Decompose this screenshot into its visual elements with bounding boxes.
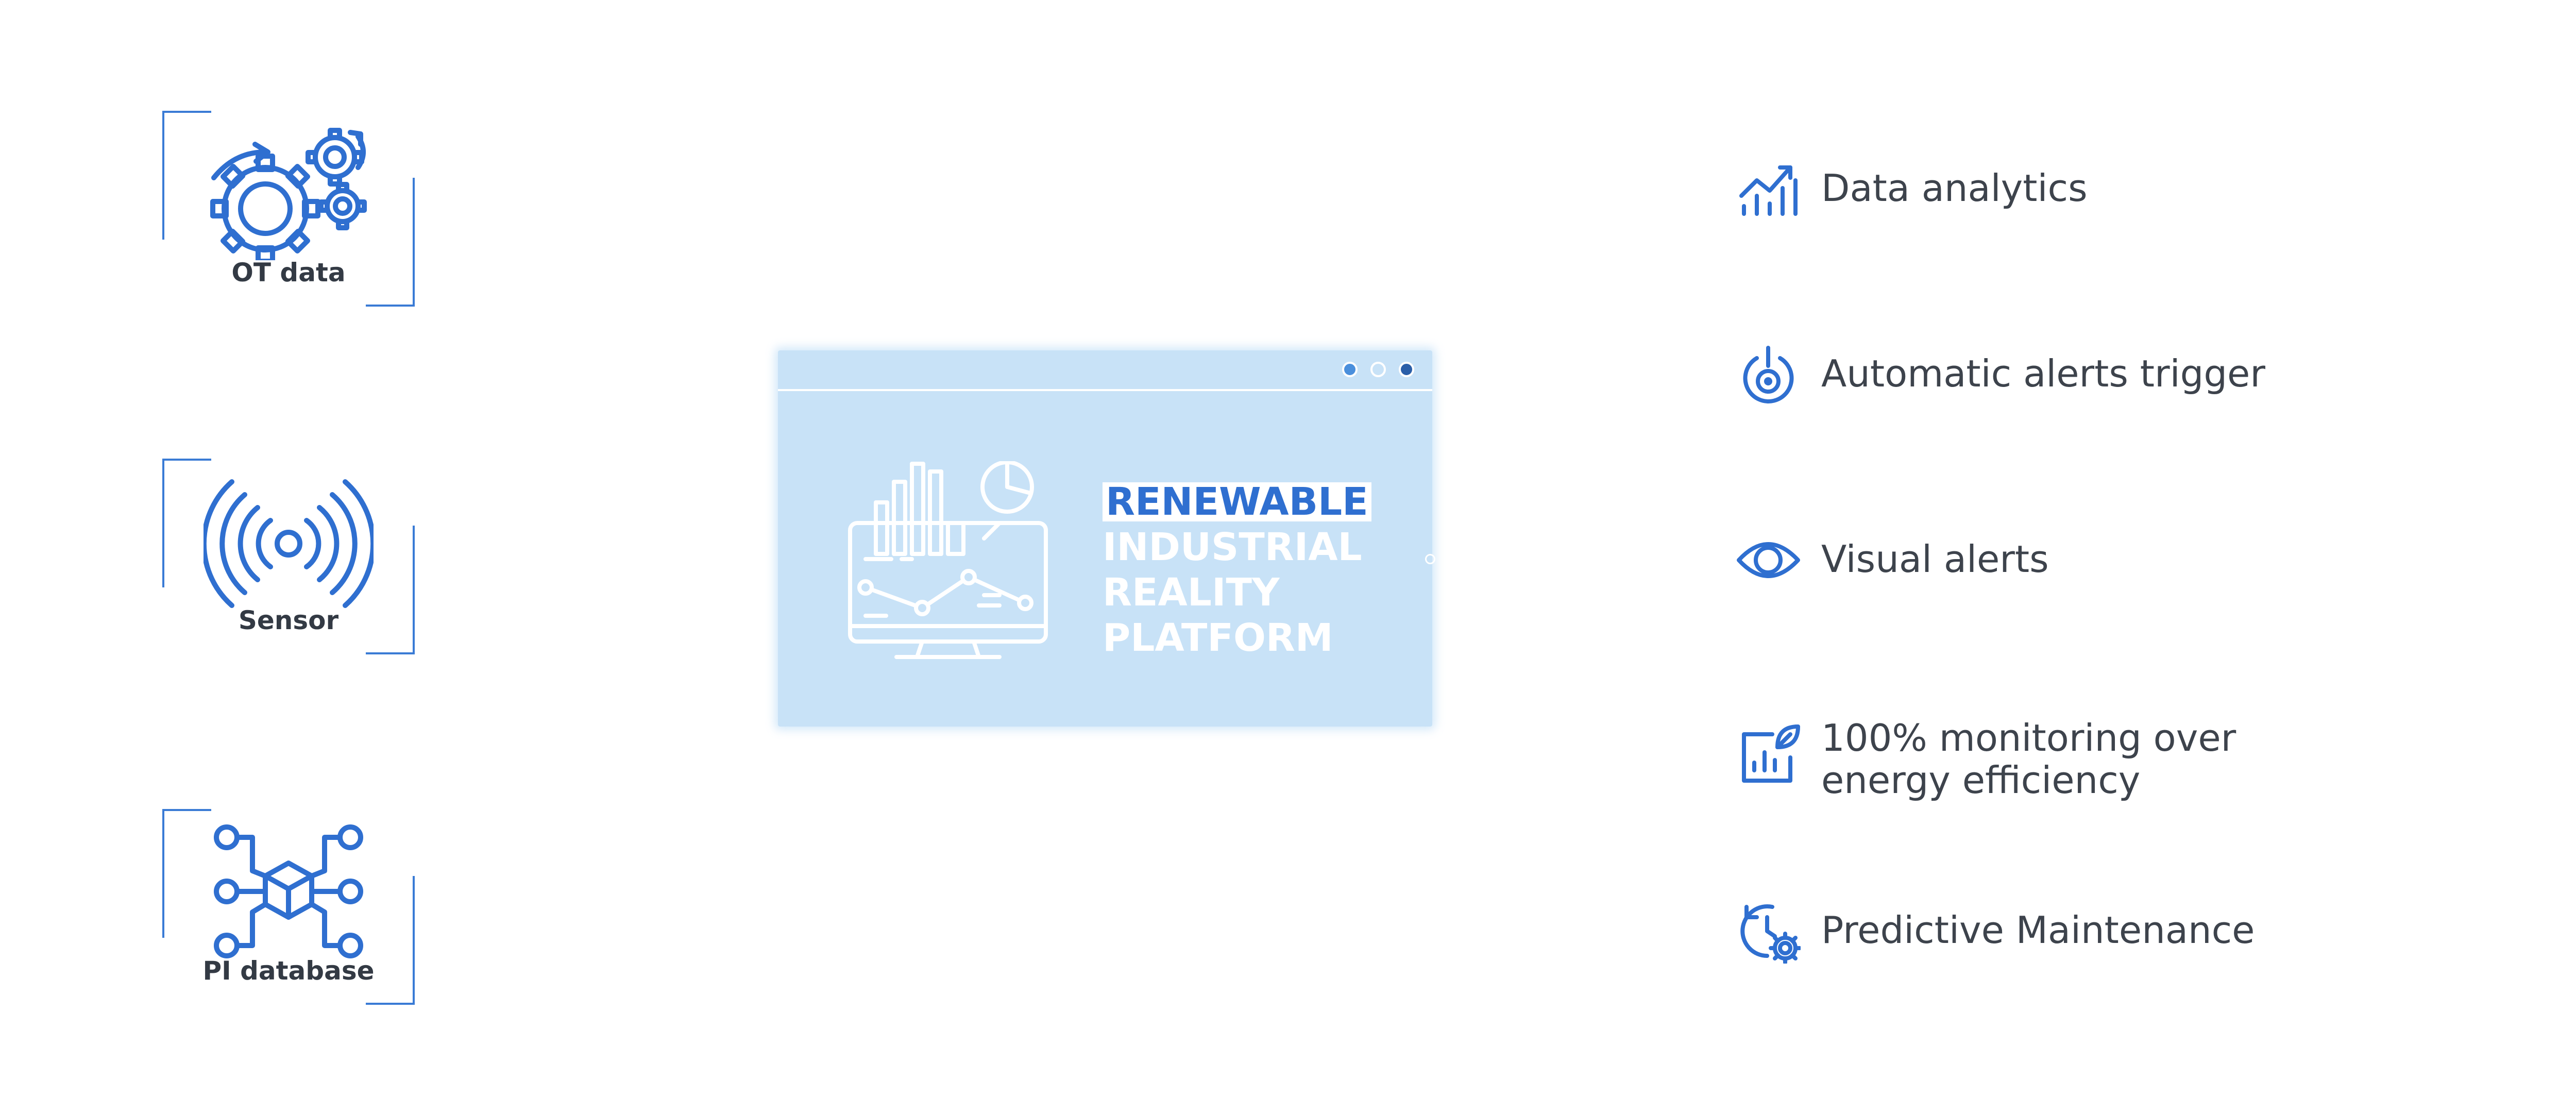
bracket-top-left <box>162 459 211 587</box>
eye-icon <box>1737 542 1800 578</box>
monitor-analytics-icon <box>848 461 1048 659</box>
sensor-waves-icon <box>204 479 374 608</box>
feature-label: Automatic alerts trigger <box>1821 352 2265 395</box>
platform-title-line-4: PLATFORM <box>1103 616 1333 660</box>
feature-label-line-1: 100% monitoring over <box>1821 716 2236 760</box>
input-card-sensor: Sensor <box>162 459 415 654</box>
platform-title-line-2: INDUSTRIAL <box>1103 525 1362 569</box>
platform-window: RENEWABLE INDUSTRIAL REALITY PLATFORM <box>778 350 1435 727</box>
input-card-ot-data: OT data <box>162 111 415 307</box>
alert-target-icon <box>1743 346 1794 403</box>
chart-trend-icon <box>1739 165 1798 216</box>
feature-label-line-2: energy efficiency <box>1821 758 2141 802</box>
platform-title-line-3: REALITY <box>1103 570 1280 615</box>
connector-nub-icon <box>1425 554 1435 564</box>
eco-chart-icon <box>1742 724 1800 783</box>
input-label: PI database <box>202 956 375 986</box>
bracket-bottom-right <box>366 526 415 654</box>
input-label: Sensor <box>238 605 339 635</box>
input-card-pi-database: PI database <box>162 809 415 1005</box>
cube-network-icon <box>214 824 363 958</box>
feature-label: Data analytics <box>1821 166 2088 210</box>
bracket-bottom-right <box>366 178 415 307</box>
window-dot-blue-icon <box>1342 362 1358 377</box>
clock-gear-icon <box>1740 904 1801 964</box>
bracket-top-left <box>162 809 211 938</box>
platform-title: RENEWABLE INDUSTRIAL REALITY PLATFORM <box>1103 479 1422 661</box>
window-dot-dark-icon <box>1399 362 1414 377</box>
bracket-top-left <box>162 111 211 240</box>
input-label: OT data <box>231 258 346 288</box>
window-dot-empty-icon <box>1370 362 1386 377</box>
window-topbar <box>778 350 1432 391</box>
gears-icon <box>210 128 367 260</box>
feature-label: Predictive Maintenance <box>1821 908 2255 952</box>
feature-label: Visual alerts <box>1821 537 2049 581</box>
platform-title-line-1: RENEWABLE <box>1103 482 1371 521</box>
bracket-bottom-right <box>366 876 415 1005</box>
